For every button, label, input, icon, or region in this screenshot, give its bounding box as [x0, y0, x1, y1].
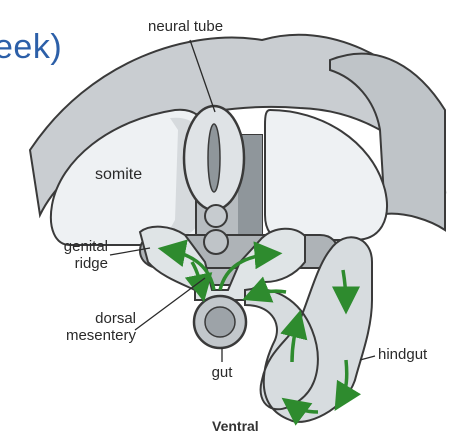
label-somite: somite [95, 166, 142, 183]
notochord [205, 205, 227, 227]
label-mesentery: mesentery [30, 327, 136, 344]
label-genital: genital [40, 238, 108, 255]
label-dorsal: dorsal [30, 310, 136, 327]
somite-right [265, 110, 387, 240]
neural-tube-canal [208, 124, 220, 192]
label-ventral: Ventral [212, 418, 259, 434]
gut-lumen [205, 307, 235, 337]
label-hindgut: hindgut [378, 346, 427, 363]
slide-title-fragment: eek) [0, 28, 62, 67]
label-gut: gut [202, 364, 242, 381]
aorta-end-left [204, 230, 228, 254]
label-neural-tube: neural tube [148, 18, 223, 35]
label-ridge: ridge [40, 255, 108, 272]
